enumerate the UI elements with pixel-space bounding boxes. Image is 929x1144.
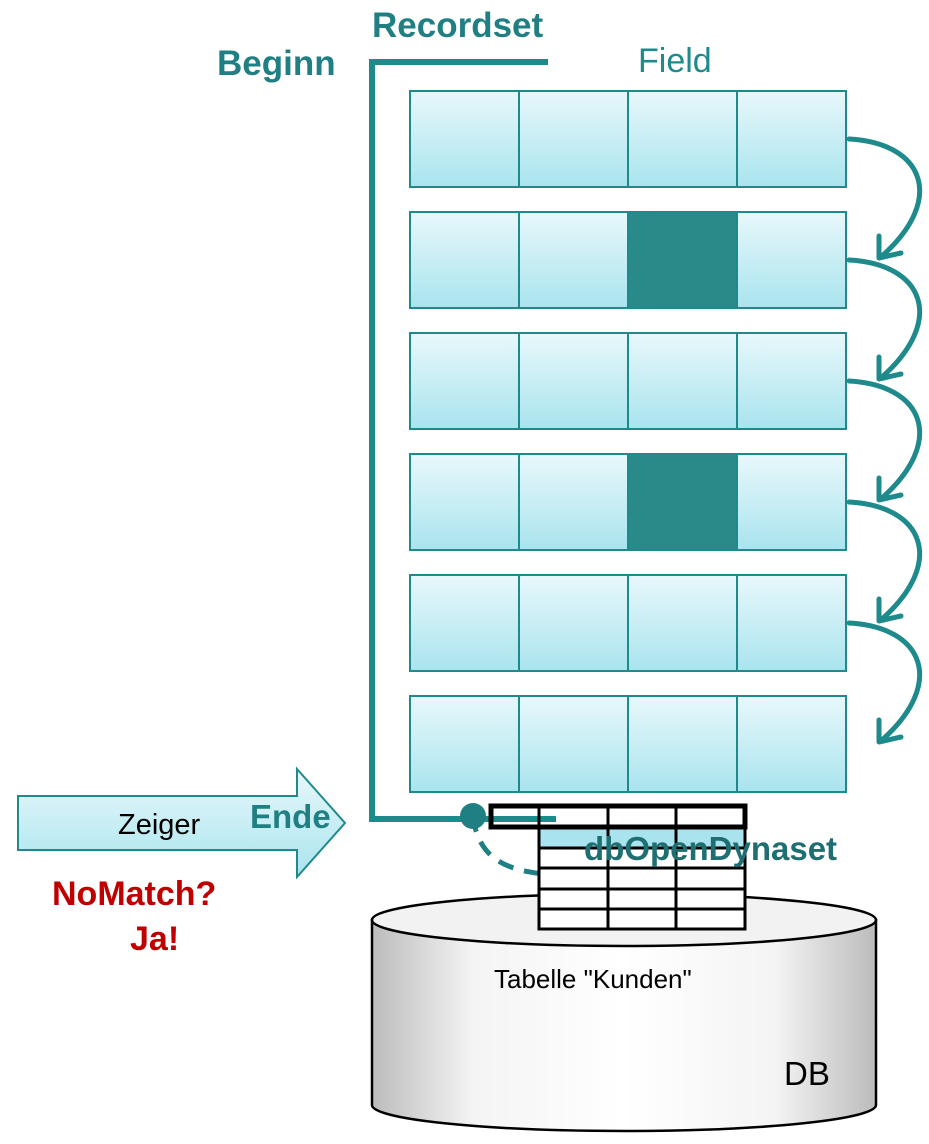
yes-label: Ja! bbox=[130, 920, 180, 958]
arrow-head bbox=[876, 596, 904, 624]
record-row bbox=[409, 695, 847, 793]
table-name-label: Tabelle "Kunden" bbox=[494, 964, 692, 994]
field-cell bbox=[627, 574, 738, 672]
field-cell bbox=[409, 332, 520, 430]
move-next-arrow bbox=[846, 499, 923, 622]
field-cell bbox=[518, 453, 629, 551]
begin-label: Beginn bbox=[217, 44, 336, 83]
field-label: Field bbox=[638, 42, 712, 80]
field-cell bbox=[518, 574, 629, 672]
field-cell bbox=[409, 211, 520, 309]
arrow-head bbox=[876, 354, 904, 382]
field-cell-current bbox=[627, 453, 738, 551]
field-cell bbox=[518, 90, 629, 188]
field-cell bbox=[627, 332, 738, 430]
record-rows bbox=[409, 90, 847, 793]
record-row bbox=[409, 574, 847, 672]
field-cell bbox=[627, 90, 738, 188]
record-row bbox=[409, 453, 847, 551]
field-cell bbox=[736, 695, 847, 793]
move-next-arrow bbox=[846, 257, 923, 380]
end-label: Ende bbox=[250, 798, 331, 835]
field-cell bbox=[736, 453, 847, 551]
arrow-head bbox=[876, 717, 904, 745]
field-cell bbox=[736, 574, 847, 672]
move-next-arrow bbox=[846, 620, 923, 743]
field-cell bbox=[409, 90, 520, 188]
record-row bbox=[409, 332, 847, 430]
move-next-arrows bbox=[846, 136, 923, 745]
arrow-head bbox=[876, 233, 904, 261]
field-cell bbox=[518, 332, 629, 430]
nomatch-label: NoMatch? bbox=[52, 875, 217, 913]
pointer-arrow-shape bbox=[17, 766, 347, 880]
arrow-head bbox=[876, 475, 904, 503]
field-cell bbox=[736, 90, 847, 188]
kunden-table-icon bbox=[488, 803, 748, 931]
field-cell bbox=[518, 211, 629, 309]
field-cell bbox=[736, 211, 847, 309]
move-next-arrow bbox=[846, 378, 923, 501]
recordset-label: Recordset bbox=[372, 6, 544, 45]
record-row bbox=[409, 90, 847, 188]
field-cell bbox=[627, 695, 738, 793]
field-cell bbox=[409, 574, 520, 672]
move-next-arrow bbox=[846, 136, 923, 259]
recordset-connector-dot bbox=[460, 803, 486, 829]
field-cell bbox=[409, 453, 520, 551]
db-label: DB bbox=[784, 1055, 830, 1092]
pointer-label: Zeiger bbox=[118, 809, 201, 841]
record-row bbox=[409, 211, 847, 309]
field-cell bbox=[518, 695, 629, 793]
field-cell bbox=[409, 695, 520, 793]
field-cell-current bbox=[627, 211, 738, 309]
field-cell bbox=[736, 332, 847, 430]
open-mode-label: dbOpenDynaset bbox=[584, 830, 838, 867]
